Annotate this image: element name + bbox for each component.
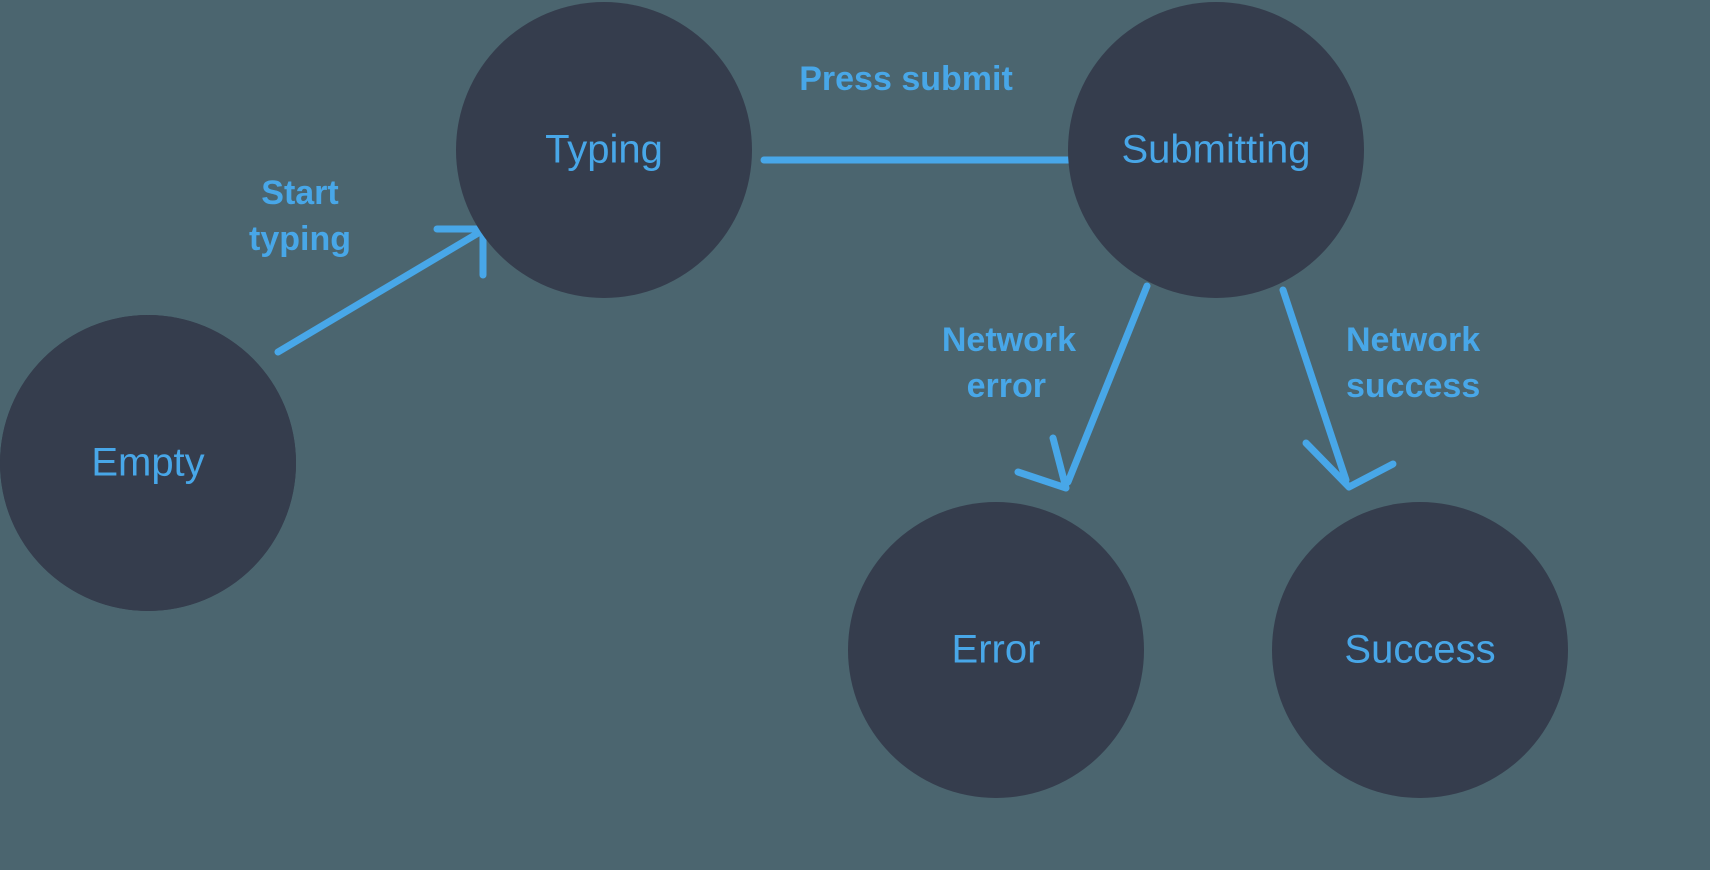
edge-label-line: error bbox=[967, 367, 1046, 405]
edge-label-line: Start bbox=[261, 174, 338, 212]
edge-label-network-error: Network error bbox=[942, 321, 1076, 405]
state-node-label: Empty bbox=[91, 441, 204, 485]
edge-line bbox=[1064, 282, 1151, 486]
edge-label-line: Press submit bbox=[799, 60, 1013, 98]
state-node-label: Submitting bbox=[1122, 128, 1311, 172]
edge-label-line: Network bbox=[1346, 321, 1480, 359]
state-circle bbox=[848, 502, 1144, 798]
state-node-label: Typing bbox=[545, 128, 663, 172]
state-node-empty[interactable]: Empty bbox=[0, 315, 296, 611]
edge-label-network-success: Network success bbox=[1346, 321, 1480, 405]
edge-line bbox=[1279, 286, 1350, 484]
arrowhead-icon bbox=[1014, 434, 1070, 492]
edge-line bbox=[274, 228, 484, 356]
state-node-label: Error bbox=[952, 628, 1041, 672]
state-node-submitting[interactable]: Submitting bbox=[1068, 2, 1364, 298]
arrowhead-icon bbox=[1302, 439, 1397, 491]
state-circle bbox=[1272, 502, 1568, 798]
edge-label-line: success bbox=[1346, 367, 1480, 405]
state-node-error[interactable]: Error bbox=[848, 502, 1144, 798]
edge-label-line: typing bbox=[249, 220, 351, 258]
edge-label-line: Network bbox=[942, 321, 1076, 359]
state-node-label: Success bbox=[1344, 628, 1495, 672]
state-circle bbox=[1068, 2, 1364, 298]
state-circle-sizing bbox=[0, 315, 296, 611]
edge-submitting-to-error[interactable] bbox=[1014, 282, 1151, 492]
edge-submitting-to-success[interactable] bbox=[1279, 286, 1397, 491]
state-node-success[interactable]: Success bbox=[1272, 502, 1568, 798]
state-circle bbox=[456, 2, 752, 298]
state-node-typing[interactable]: Typing bbox=[456, 2, 752, 298]
edge-label-press-submit: Press submit bbox=[799, 60, 1013, 98]
edge-label-start-typing: Start typing bbox=[249, 174, 351, 258]
